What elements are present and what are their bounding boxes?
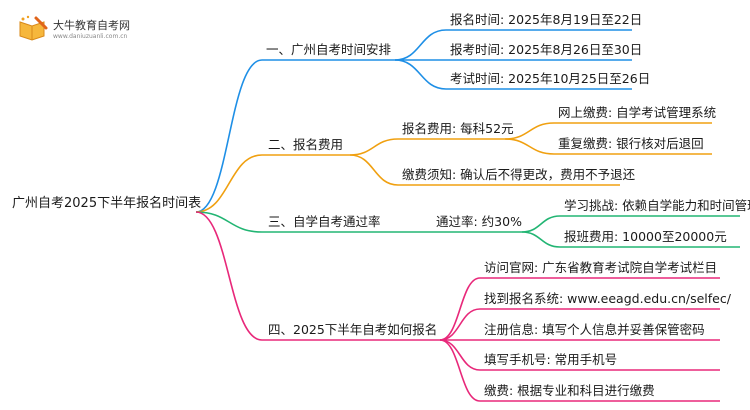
branch-4-child-connector-5 [439,339,481,402]
branch-2-grandchild-1: 网上缴费: 自学考试管理系统 [558,105,717,120]
logo-name: 大牛教育自考网 [53,19,130,32]
branch-2-child-connector-2 [349,154,399,186]
branch-1-child-1: 报名时间: 2025年8月19日至22日 [450,12,643,27]
branch-4-connector [195,211,263,341]
branch-3-grandchild-connector-2 [521,231,561,248]
branch-1-label: 一、广州自考时间安排 [266,42,392,57]
branch-2-child-connector-1 [349,138,399,156]
pencil-book-icon [19,15,48,41]
branch-4-child-connector-2 [439,308,481,341]
branch-4-child-5: 缴费: 根据专业和科目进行缴费 [484,383,655,398]
branch-2-child-1: 报名费用: 每科52元 [402,121,514,136]
branch-1-connector [195,59,263,213]
branch-1-child-2: 报考时间: 2025年8月26日至30日 [450,42,643,57]
branch-2-grandchild-2: 重复缴费: 银行核对后退回 [558,136,704,151]
branch-1-child-connector-1 [394,29,447,61]
branch-4-label: 四、2025下半年自考如何报名 [268,322,438,337]
branch-3-grandchild-2: 报班费用: 10000至20000元 [564,229,727,244]
branch-4-child-2: 找到报名系统: www.eeagd.edu.cn/selfec/ [484,291,731,306]
branch-4-child-connector-1 [439,277,481,341]
branch-2-connector [195,154,263,213]
branch-2-child-2: 缴费须知: 确认后不得更改，费用不予退还 [402,167,636,182]
branch-2-label: 二、报名费用 [268,137,344,152]
branch-3-label: 三、自学自考通过率 [268,214,381,229]
branch-1-child-connector-3 [394,59,447,90]
branch-4-child-connector-4 [439,339,481,371]
branch-3-grandchild-connector-1 [521,215,561,233]
branch-4-child-3: 注册信息: 填写个人信息并妥善保管密码 [484,322,705,337]
branch-4-child-1: 访问官网: 广东省教育考试院自学考试栏目 [484,260,718,275]
branch-4-child-4: 填写手机号: 常用手机号 [484,352,618,367]
branch-3-connector [195,211,263,233]
branch-1-child-3: 考试时间: 2025年10月25日至26日 [450,71,651,86]
branch-2-grandchild-connector-2 [504,138,555,155]
logo-url: www.daniuzuanli.com.cn [53,33,128,40]
root-node: 广州自考2025下半年报名时间表 [12,196,202,211]
branch-3-grandchild-1: 学习挑战: 依赖自学能力和时间管理 [564,198,750,213]
branch-2-grandchild-connector-1 [504,122,555,140]
site-logo: 大牛教育自考网 www.daniuzuanli.com.cn [16,14,136,48]
branch-3-child-1: 通过率: 约30% [436,214,522,229]
